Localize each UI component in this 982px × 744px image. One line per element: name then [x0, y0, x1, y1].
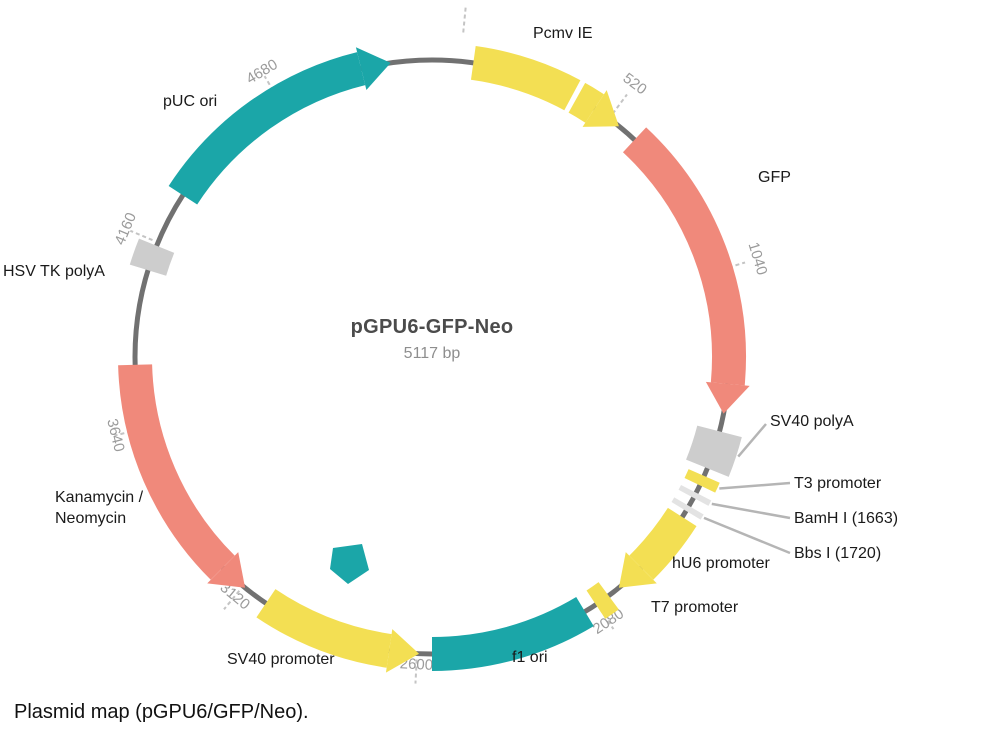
position-tick-4160	[129, 229, 153, 241]
feature-arc-sv40-promoter	[256, 588, 392, 668]
position-tick-3120	[223, 590, 241, 610]
position-tick-label: 4160	[111, 210, 140, 247]
position-tick-label: 1040	[745, 240, 771, 277]
feature-arc-f1-ori	[431, 596, 594, 671]
feature-arc-bamhi-site	[678, 484, 712, 506]
feature-label-t7-promoter: T7 promoter	[651, 599, 739, 616]
feature-label-sv40-promoter: SV40 promoter	[227, 651, 335, 668]
feature-arc-hu6-promoter	[629, 507, 697, 580]
feature-arc-puc-ori	[168, 52, 366, 205]
position-tick-label: 520	[620, 70, 650, 99]
feature-label-kan-neo: Kanamycin / Neomycin	[55, 489, 144, 527]
leader-line-bamhi	[711, 502, 791, 520]
pentagon-decoration	[330, 544, 369, 584]
feature-arc-t3-promoter	[684, 469, 720, 493]
plasmid-title-block: pGPU6-GFP-Neo 5117 bp	[282, 316, 582, 363]
position-tick-origin	[462, 6, 467, 33]
feature-label-bbsi: Bbs I (1720)	[794, 545, 882, 562]
position-tick-label: 3640	[103, 417, 128, 453]
feature-arrowhead-gfp	[705, 381, 750, 414]
feature-arrowhead-pcmv-ie	[582, 90, 619, 127]
feature-arrowhead-hu6-promoter	[618, 552, 657, 588]
feature-arc-pcmv-ie	[470, 46, 604, 123]
feature-arc-hsv-tk-polya	[129, 238, 175, 276]
plasmid-size-label: 5117 bp	[403, 345, 461, 362]
feature-label-gfp: GFP	[758, 169, 791, 186]
feature-arc-sv40-polya	[685, 425, 742, 477]
feature-arc-bbsi-site	[671, 497, 704, 520]
feature-label-pcmv-ie: Pcmv IE	[533, 25, 593, 42]
feature-label-hu6-promoter: hU6 promoter	[672, 555, 770, 572]
feature-label-sv40-polya: SV40 polyA	[770, 413, 854, 430]
feature-label-puc-ori: pUC ori	[163, 93, 218, 110]
feature-arrowhead-puc-ori	[355, 47, 391, 90]
feature-label-t3-promoter: T3 promoter	[794, 475, 882, 492]
position-tick-2600	[414, 659, 418, 684]
leader-line-t3-promoter	[719, 481, 791, 490]
position-tick-520	[611, 93, 628, 115]
feature-arc-pcmv-divider	[563, 78, 587, 115]
position-tick-label: 4680	[243, 56, 280, 88]
feature-label-hsv-tk-polya: HSV TK polyA	[3, 263, 105, 280]
feature-arrowhead-kan-neo	[207, 552, 246, 588]
feature-label-bamhi: BamH I (1663)	[794, 510, 899, 527]
feature-arc-t7-promoter	[586, 582, 619, 619]
feature-arc-kan-neo	[118, 364, 235, 580]
leader-line-bbsi	[703, 516, 791, 555]
feature-label-f1-ori: f1 ori	[512, 649, 548, 666]
feature-arrowhead-sv40-promoter	[385, 629, 420, 673]
plasmid-name: pGPU6-GFP-Neo	[350, 316, 514, 338]
feature-arc-gfp	[622, 127, 746, 386]
leader-line-sv40-polya	[737, 423, 767, 458]
figure-caption: Plasmid map (pGPU6/GFP/Neo).	[14, 701, 309, 723]
